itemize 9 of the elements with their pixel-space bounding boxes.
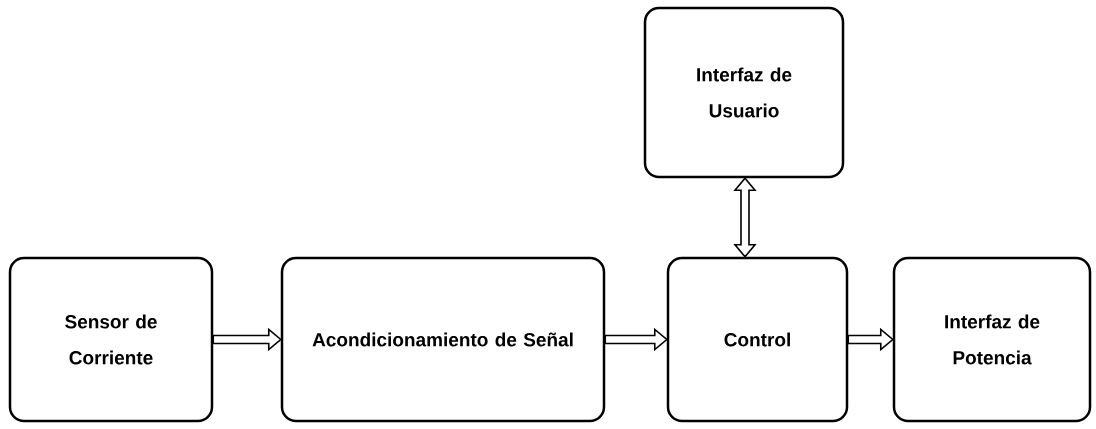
double-arrow <box>604 327 668 352</box>
process-box: Acondicionamiento de Señal <box>280 256 606 423</box>
process-box: Sensor de Corriente <box>8 256 214 423</box>
process-box: Interfaz de Usuario <box>643 6 845 179</box>
process-box: Control <box>666 256 849 423</box>
double-arrow <box>733 177 757 258</box>
double-arrow <box>212 327 282 352</box>
process-box: Interfaz de Potencia <box>892 256 1092 423</box>
double-arrow <box>847 327 894 352</box>
